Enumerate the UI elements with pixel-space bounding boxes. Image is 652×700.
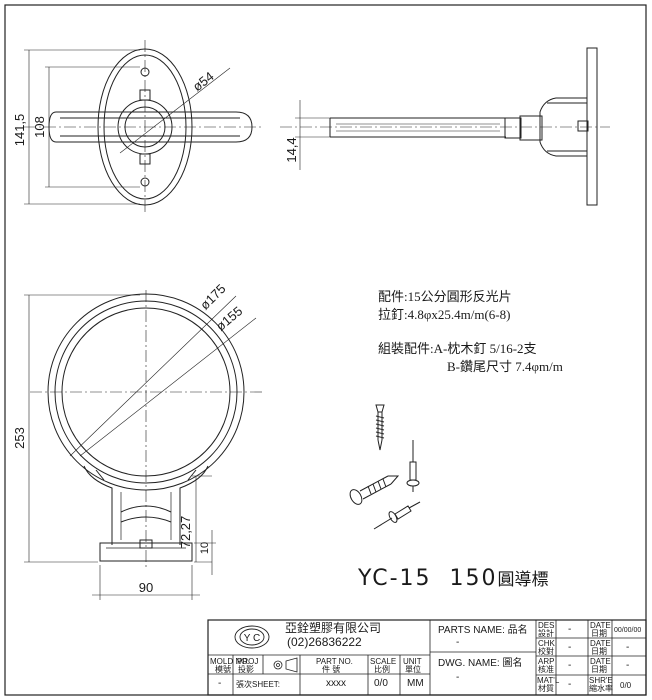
side-view <box>280 47 610 206</box>
chk-value: - <box>568 642 572 653</box>
note-assembly-b: B-鑽尾尺寸 7.4φm/m <box>447 359 563 374</box>
matl-cn: 材質 <box>538 684 554 693</box>
chk-label: CHK <box>538 639 555 648</box>
drawing-name: 圓導標 <box>497 570 549 590</box>
part-no-label: PART NO. <box>316 657 353 666</box>
scale-cn: 比例 <box>374 665 390 674</box>
dim-phi54: ø54 <box>190 69 217 95</box>
dim-10: 10 <box>199 542 211 554</box>
drawing-code: YC-15 <box>358 566 432 591</box>
chk-cn: 校對 <box>538 647 554 656</box>
date-value-3: - <box>626 660 630 671</box>
dim-253: 253 <box>12 427 27 449</box>
proj-label: PROJ <box>237 657 259 666</box>
mold-no-label: MOLD NO. <box>210 657 250 666</box>
parts-name-label: PARTS NAME: 品名 <box>438 625 528 636</box>
date-cn-1: 日期 <box>591 629 607 638</box>
mold-no-value: - <box>218 678 222 689</box>
date-label-1: DATE <box>590 621 611 630</box>
shr-cn: 縮水率 <box>589 684 613 693</box>
matl-label: MAT'L <box>537 676 560 685</box>
dim-108: 108 <box>32 116 47 138</box>
company-phone: (02)26836222 <box>287 635 362 649</box>
proj-cn: 投影 <box>238 665 254 674</box>
rivet-diagonal <box>373 501 421 530</box>
arp-value: - <box>568 660 572 671</box>
flange-plan-view <box>24 40 262 212</box>
matl-value: - <box>568 679 572 690</box>
date-label-2: DATE <box>590 639 611 648</box>
notes-block: 配件:15公分圓形反光片 拉釘:4.8φx25.4m/m(6-8) 組裝配件:A… <box>378 288 628 376</box>
parts-name-value: - <box>456 637 460 648</box>
scale-value: 0/0 <box>374 678 388 689</box>
arp-label: ARP <box>538 657 555 666</box>
shr-value: 0/0 <box>620 681 632 690</box>
dwg-name-value: - <box>456 672 460 683</box>
des-cn: 設計 <box>538 629 554 638</box>
date-cn-3: 日期 <box>591 665 607 674</box>
part-no-value: xxxx <box>326 678 346 689</box>
title-block-frame <box>207 619 647 696</box>
dim-141-5: 141,5 <box>12 114 27 147</box>
note-assembly: 組裝配件:A-枕木釘 5/16-2支 <box>378 341 537 356</box>
ring-front-view <box>24 290 262 600</box>
dim-90: 90 <box>139 580 153 595</box>
part-no-cn: 件 號 <box>322 665 341 674</box>
date-value-1: 00/00/00 <box>614 627 642 634</box>
company-name: 亞銓塑膠有限公司 <box>285 621 382 635</box>
mold-no-cn: 模號 <box>215 665 231 674</box>
drawing-title: YC-15 150圓導標 <box>358 565 549 591</box>
date-cn-2: 日期 <box>591 647 607 656</box>
des-value: - <box>568 624 572 635</box>
rivet-vertical <box>406 440 420 492</box>
dim-72-27: 72,27 <box>178 516 193 549</box>
company-logo <box>234 625 270 649</box>
title-block-grid <box>208 620 646 695</box>
unit-value: MM <box>407 678 424 689</box>
date-label-3: DATE <box>590 657 611 666</box>
logo-text: Y C <box>244 633 261 644</box>
dwg-name-label: DWG. NAME: 圖名 <box>438 658 523 669</box>
date-value-2: - <box>626 642 630 653</box>
scale-label: SCALE <box>370 657 397 666</box>
note-accessory: 配件:15公分圓形反光片 <box>378 289 512 304</box>
spike-nail-diagonal <box>349 475 400 505</box>
unit-cn: 單位 <box>405 665 421 674</box>
shr-label: SHR'E <box>589 676 613 685</box>
arp-cn: 核准 <box>538 665 554 674</box>
unit-label: UNIT <box>403 657 422 666</box>
des-label: DES <box>538 621 555 630</box>
sheet-label: 張次SHEET: <box>236 680 281 689</box>
dim-phi155: ø155 <box>213 303 245 334</box>
drawing-size: 150 <box>449 566 498 591</box>
dim-14-4: 14,4 <box>284 137 299 162</box>
spike-nail-vertical <box>375 404 385 451</box>
note-rivet: 拉釘:4.8φx25.4m/m(6-8) <box>378 307 511 322</box>
